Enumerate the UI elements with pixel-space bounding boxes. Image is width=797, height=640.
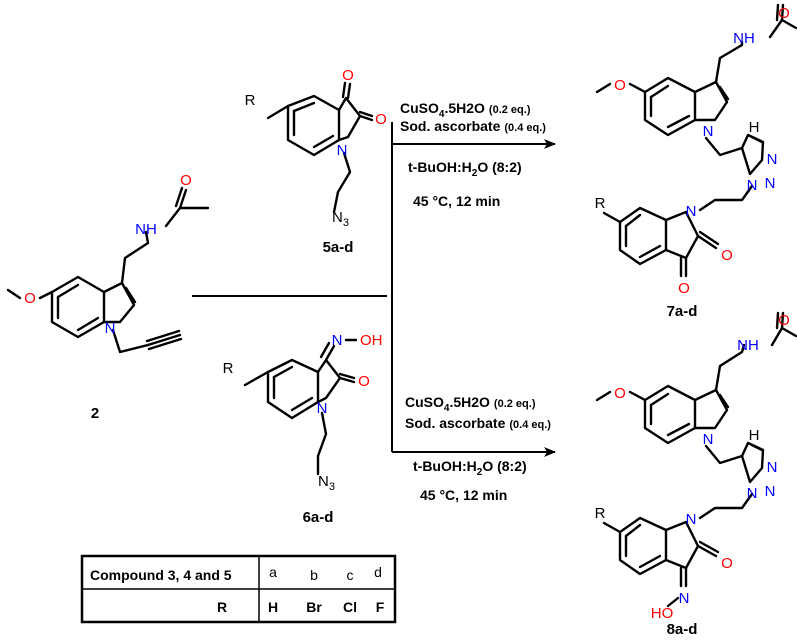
compound-2-structure (6, 186, 210, 354)
p8-isatin-nitrogen: N (686, 511, 697, 528)
amide-nh: NH (135, 221, 157, 238)
p8-triazole-n1: N (747, 485, 758, 502)
oxime-isatin-nitrogen: N (317, 400, 328, 417)
conditions-top-temp: 45 °C, 12 min (413, 193, 500, 209)
p8-methoxy-oxygen: O (614, 385, 626, 402)
p7-r-substituent: R (595, 195, 606, 212)
product-7-label: 7a-d (667, 303, 698, 320)
isatin-nitrogen: N (337, 142, 348, 159)
table-col-c-value: Cl (343, 599, 357, 615)
table-row-label: R (217, 599, 227, 615)
table-col-b-value: Br (306, 599, 322, 615)
r-substituent-6: R (223, 360, 234, 377)
reagent-6-structure (243, 341, 356, 476)
r-substituent-5: R (245, 92, 256, 109)
p7-isatin-nitrogen: N (686, 203, 697, 220)
reagent-5-label: 5a-d (323, 239, 354, 256)
p7-methoxy-oxygen: O (614, 77, 626, 94)
table-col-b-key: b (310, 567, 318, 583)
oxime-nitrogen: N (332, 332, 343, 349)
table-header-label: Compound 3, 4 and 5 (90, 567, 232, 583)
conditions-bottom-catalyst: CuSO4.5H2O(0.2 eq.) (405, 394, 536, 414)
p7-indole-nitrogen: N (703, 123, 714, 140)
table-col-d-value: F (376, 599, 385, 615)
conditions-top-reductant: Sod. ascorbate(0.4 eq.) (400, 118, 546, 134)
p8-amide-oxygen: O (778, 312, 790, 329)
p8-triazole-n3: N (767, 459, 778, 476)
reagent-5-structure (266, 81, 374, 214)
p7-amide-nh: NH (733, 30, 755, 47)
p8-oxime-nitrogen: N (679, 590, 690, 607)
conditions-bottom-reductant: Sod. ascorbate(0.4 eq.) (405, 415, 551, 431)
product-8-label: 8a-d (667, 621, 698, 638)
compound-2-label: 2 (91, 405, 99, 422)
reagent-6-label: 6a-d (303, 509, 334, 526)
p8-indole-nitrogen: N (703, 431, 714, 448)
methoxy-oxygen: O (24, 290, 36, 307)
p7-isatin-c3-oxygen: O (678, 280, 690, 297)
isatin-c3-oxygen: O (342, 67, 354, 84)
table-col-a-key: a (269, 564, 277, 580)
conditions-top-catalyst: CuSO4.5H2O(0.2 eq.) (400, 100, 531, 120)
p7-isatin-c2-oxygen: O (721, 247, 733, 264)
p7-triazole-n2: N (765, 175, 776, 192)
table-col-c-key: c (347, 567, 354, 583)
amide-oxygen: O (180, 172, 192, 189)
indole-nitrogen: N (105, 320, 116, 337)
p8-triazole-h: H (749, 427, 760, 444)
p7-triazole-n1: N (747, 177, 758, 194)
table-col-a-value: H (268, 599, 278, 615)
p7-amide-oxygen: O (778, 5, 790, 22)
oxime-isatin-oxygen: O (358, 373, 370, 390)
conditions-bottom-solvent: t-BuOH:H2O (8:2) (413, 458, 527, 478)
product-8-structure (595, 311, 797, 608)
p8-oxime-ho: HO (651, 605, 674, 622)
azide-group: N3 (332, 209, 349, 229)
azide-group-6: N3 (318, 473, 335, 493)
table-col-d-key: d (374, 564, 382, 580)
product-7-structure (595, 3, 797, 278)
p7-triazole-h: H (749, 119, 760, 136)
isatin-c2-oxygen: O (375, 111, 387, 128)
oxime-oh: OH (360, 332, 383, 349)
p8-triazole-n2: N (765, 483, 776, 500)
conditions-bottom-temp: 45 °C, 12 min (420, 487, 507, 503)
substituent-table (80, 554, 397, 624)
p7-triazole-n3: N (767, 151, 778, 168)
p8-amide-nh: NH (737, 337, 759, 354)
p8-r-substituent: R (595, 505, 606, 522)
conditions-top-solvent: t-BuOH:H2O (8:2) (408, 159, 522, 179)
p8-isatin-oxygen: O (721, 555, 733, 572)
